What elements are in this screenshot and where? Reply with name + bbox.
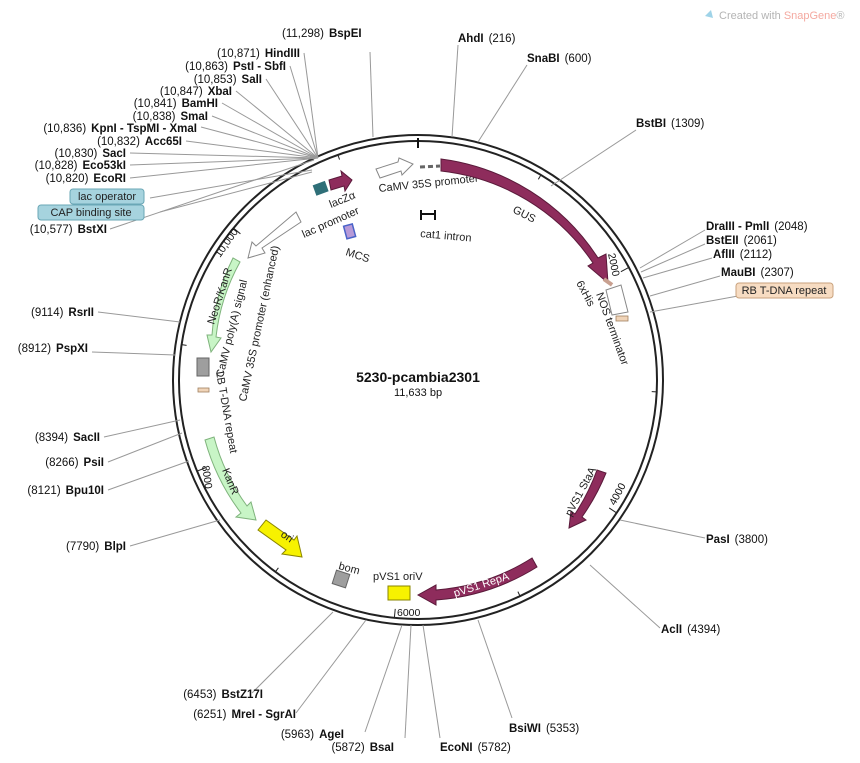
svg-text:CAP binding site: CAP binding site	[50, 207, 131, 219]
svg-text:lac operator: lac operator	[78, 191, 136, 203]
site-sali[interactable]: (10,853)SalI	[194, 74, 262, 86]
tick-label-10000: 10,000	[213, 226, 241, 259]
site-econi[interactable]: EcoNI(5782)	[440, 742, 511, 754]
feature-rb-box[interactable]	[615, 315, 629, 322]
restriction-sites: (11,298)BspEI AhdI(216) SnaBI(600) BstBI…	[18, 28, 808, 754]
site-pasi[interactable]: PasI(3800)	[706, 534, 768, 546]
site-mrei-sgrai[interactable]: (6251)MreI - SgrAI	[193, 709, 296, 721]
tick-mark	[181, 344, 187, 346]
site-bsteii[interactable]: BstEII(2061)	[706, 235, 777, 247]
feature-camv35s-enh-label: CaMV 35S promoter (enhanced)	[237, 245, 282, 403]
snapgene-logo-icon	[705, 10, 713, 18]
site-hindiii[interactable]: (10,871)HindIII	[217, 48, 300, 60]
feature-dashed-link	[419, 164, 441, 169]
feature-bom-box[interactable]	[331, 569, 351, 589]
site-bpu10i[interactable]: (8121)Bpu10I	[27, 485, 104, 497]
feature-lb-box[interactable]	[197, 387, 210, 393]
plasmid-name: 5230-pcambia2301	[356, 369, 480, 385]
boxed-label-lac-operator[interactable]: lac operator	[69, 188, 145, 205]
tick-mark	[233, 227, 241, 235]
site-ahdi[interactable]: AhdI(216)	[458, 33, 516, 45]
site-draiii-pmli[interactable]: DraIII - PmlI(2048)	[706, 221, 808, 233]
site-sacii[interactable]: (8394)SacII	[35, 432, 100, 444]
backbone-outer	[172, 134, 664, 626]
tick-mark	[537, 174, 542, 180]
site-bsiwi[interactable]: BsiWI(5353)	[509, 723, 579, 735]
tick-mark	[517, 591, 521, 597]
feature-cat1-label: cat1 intron	[420, 228, 472, 244]
site-snabi[interactable]: SnaBI(600)	[527, 53, 592, 65]
feature-nos-arrow[interactable]	[605, 284, 629, 316]
site-bspei[interactable]: (11,298)BspEI	[282, 28, 362, 40]
site-blpi[interactable]: (7790)BlpI	[66, 541, 126, 553]
site-agei[interactable]: (5963)AgeI	[281, 729, 344, 741]
feature-6xhis-box[interactable]	[602, 277, 614, 287]
boxed-label-cap-binding-site[interactable]: CAP binding site	[37, 204, 145, 221]
feature-bom-label: bom	[337, 560, 361, 577]
svg-text:Created with SnapGene®: Created with SnapGene®	[719, 10, 845, 22]
boxed-label-rb-tdna-repeat[interactable]: RB T-DNA repeat	[735, 282, 834, 299]
site-acc65i[interactable]: (10,832)Acc65I	[97, 136, 182, 148]
feature-ori-label: ori	[278, 529, 295, 546]
site-ecori[interactable]: (10,820)EcoRI	[46, 173, 126, 185]
feature-camv35s-enh-arrow[interactable]	[247, 211, 302, 259]
tick-mark	[196, 467, 206, 472]
feature-staa-arrow[interactable]	[568, 469, 607, 529]
site-bstz17i[interactable]: (6453)BstZ17I	[183, 689, 263, 701]
snapgene-credit: Created with SnapGene®	[705, 10, 845, 22]
tick-label-4000: 4000	[607, 481, 629, 507]
site-psii[interactable]: (8266)PsiI	[45, 457, 104, 469]
feature-gus-label: GUS	[511, 204, 538, 226]
site-bamhi[interactable]: (10,841)BamHI	[134, 98, 218, 110]
tick-label-6000: 6000	[397, 607, 421, 619]
feature-ori-arrow[interactable]	[257, 519, 303, 558]
site-bstbi[interactable]: BstBI(1309)	[636, 118, 704, 130]
svg-text:RB T-DNA repeat: RB T-DNA repeat	[742, 285, 827, 297]
feature-gray-block[interactable]	[196, 357, 210, 377]
feature-camv35s-label: CaMV 35S promoter	[378, 173, 479, 195]
site-bstxi[interactable]: (10,577)BstXI	[30, 224, 107, 236]
feature-kanr-arrow[interactable]	[204, 436, 257, 521]
tick-mark	[275, 567, 279, 573]
site-smai[interactable]: (10,838)SmaI	[133, 111, 208, 123]
tick-label-8000: 8000	[199, 465, 214, 490]
plasmid-length: 11,633 bp	[394, 387, 442, 399]
feature-mcs-label: MCS	[344, 246, 371, 265]
feature-gus-arrow[interactable]	[440, 158, 609, 285]
tick-mark	[337, 154, 341, 160]
feature-camv35s-arrow[interactable]	[375, 157, 414, 179]
site-eco53ki[interactable]: (10,828)Eco53kI	[35, 160, 126, 172]
tick-mark	[608, 507, 617, 514]
site-kpni-tspmi-xmai[interactable]: (10,836)KpnI - TspMI - XmaI	[43, 123, 197, 135]
site-rsrii[interactable]: (9114)RsrII	[31, 307, 94, 319]
feature-mcs-box[interactable]	[342, 222, 357, 240]
site-saci[interactable]: (10,830)SacI	[54, 148, 126, 160]
site-pspxi[interactable]: (8912)PspXI	[18, 343, 88, 355]
site-aflii[interactable]: AflII(2112)	[713, 249, 772, 261]
site-psti-sbfi[interactable]: (10,863)PstI - SbfI	[185, 61, 286, 73]
tick-marks	[181, 154, 657, 618]
site-bsai[interactable]: (5872)BsaI	[331, 742, 394, 754]
feature-repa-arrow[interactable]	[416, 557, 538, 606]
feature-lacza-arrow[interactable]	[328, 169, 353, 193]
site-acli[interactable]: AclI(4394)	[661, 624, 721, 636]
feature-cat1-intron[interactable]	[420, 210, 436, 220]
tick-mark	[620, 266, 630, 273]
feature-lacz-teal[interactable]	[312, 180, 329, 196]
feature-pvs1ori-label: pVS1 oriV	[373, 571, 423, 583]
feature-lb-label: LB T-DNA repeat	[213, 370, 239, 454]
site-xbai[interactable]: (10,847)XbaI	[160, 86, 232, 98]
feature-pvs1ori-box[interactable]	[387, 585, 411, 601]
tick-mark	[393, 608, 396, 618]
feature-neokan-arrow[interactable]	[206, 257, 241, 354]
tick-label-2000: 2000	[605, 252, 622, 277]
site-maubi[interactable]: MauBI(2307)	[721, 267, 794, 279]
